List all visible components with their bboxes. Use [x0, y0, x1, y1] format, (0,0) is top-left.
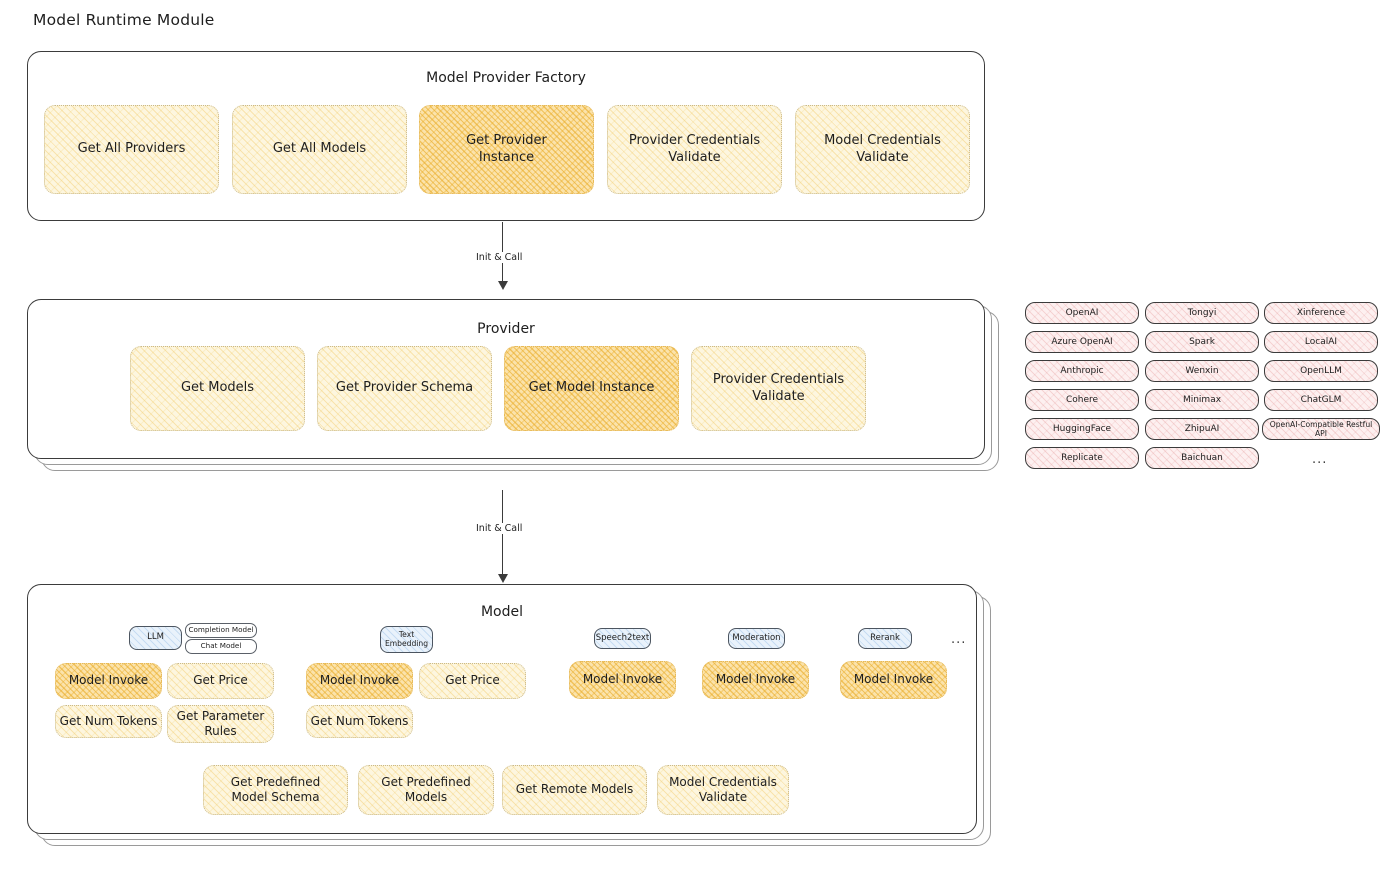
arrow-2-head — [498, 574, 508, 583]
provider-tag-replicate[interactable]: Replicate — [1025, 447, 1139, 469]
op-llm-get-num-tokens[interactable]: Get Num Tokens — [55, 705, 162, 738]
arrow-1-head — [498, 281, 508, 290]
provider-tag-openllm[interactable]: OpenLLM — [1264, 360, 1378, 382]
op-text-embedding-get-price[interactable]: Get Price — [419, 663, 526, 699]
model-type-badge-moderation[interactable]: Moderation — [728, 628, 785, 649]
op-llm-get-parameter-rules[interactable]: Get Parameter Rules — [167, 705, 274, 743]
op-get-provider-schema[interactable]: Get Provider Schema — [317, 346, 492, 431]
provider-tag-chatglm[interactable]: ChatGLM — [1264, 389, 1378, 411]
op-get-remote-models[interactable]: Get Remote Models — [502, 765, 647, 815]
op-model-credentials-validate[interactable]: Model Credentials Validate — [795, 105, 970, 194]
arrow-2-line — [502, 490, 504, 578]
provider-tag-localai[interactable]: LocalAI — [1264, 331, 1378, 353]
op-text-embedding-model-invoke[interactable]: Model Invoke — [306, 663, 413, 699]
model-type-badge-speech2text[interactable]: Speech2text — [594, 628, 651, 649]
op-provider-credentials-validate-2[interactable]: Provider Credentials Validate — [691, 346, 866, 431]
model-type-badge-rerank[interactable]: Rerank — [858, 628, 912, 649]
provider-tag-baichuan[interactable]: Baichuan — [1145, 447, 1259, 469]
model-types-more: ... — [951, 632, 967, 647]
op-get-all-models[interactable]: Get All Models — [232, 105, 407, 194]
model-title: Model — [480, 604, 524, 620]
op-moderation-model-invoke[interactable]: Model Invoke — [702, 661, 809, 699]
provider-tag-openai-compatible-restful-api[interactable]: OpenAI-Compatible Restful API — [1262, 418, 1380, 440]
op-text-embedding-get-num-tokens[interactable]: Get Num Tokens — [306, 705, 413, 738]
arrow-1-label: Init & Call — [472, 252, 527, 263]
provider-list-more: ... — [1312, 452, 1328, 467]
page-title: Model Runtime Module — [33, 11, 215, 29]
provider-tag-xinference[interactable]: Xinference — [1264, 302, 1378, 324]
op-model-credentials-validate-3[interactable]: Model Credentials Validate — [657, 765, 789, 815]
provider-tag-tongyi[interactable]: Tongyi — [1145, 302, 1259, 324]
model-type-badge-text-embedding[interactable]: Text Embedding — [380, 626, 433, 653]
provider-tag-minimax[interactable]: Minimax — [1145, 389, 1259, 411]
model-subtype-completion-model[interactable]: Completion Model — [185, 623, 257, 638]
provider-title: Provider — [477, 321, 535, 337]
model-type-badge-llm[interactable]: LLM — [129, 626, 182, 650]
op-get-all-providers[interactable]: Get All Providers — [44, 105, 219, 194]
op-llm-get-price[interactable]: Get Price — [167, 663, 274, 699]
provider-tag-azure-openai[interactable]: Azure OpenAI — [1025, 331, 1139, 353]
op-rerank-model-invoke[interactable]: Model Invoke — [840, 661, 947, 699]
provider-tag-openai[interactable]: OpenAI — [1025, 302, 1139, 324]
op-llm-model-invoke[interactable]: Model Invoke — [55, 663, 162, 699]
provider-tag-spark[interactable]: Spark — [1145, 331, 1259, 353]
arrow-2-label: Init & Call — [472, 523, 527, 534]
op-speech2text-model-invoke[interactable]: Model Invoke — [569, 661, 676, 699]
op-get-predefined-model-schema[interactable]: Get Predefined Model Schema — [203, 765, 348, 815]
provider-tag-cohere[interactable]: Cohere — [1025, 389, 1139, 411]
provider-tag-wenxin[interactable]: Wenxin — [1145, 360, 1259, 382]
op-get-predefined-models[interactable]: Get Predefined Models — [358, 765, 494, 815]
provider-tag-anthropic[interactable]: Anthropic — [1025, 360, 1139, 382]
provider-tag-huggingface[interactable]: HuggingFace — [1025, 418, 1139, 440]
provider-tag-zhipuai[interactable]: ZhipuAI — [1145, 418, 1259, 440]
model-provider-factory-title: Model Provider Factory — [426, 70, 586, 86]
op-get-models[interactable]: Get Models — [130, 346, 305, 431]
op-provider-credentials-validate[interactable]: Provider Credentials Validate — [607, 105, 782, 194]
model-subtype-chat-model[interactable]: Chat Model — [185, 639, 257, 654]
op-get-model-instance[interactable]: Get Model Instance — [504, 346, 679, 431]
op-get-provider-instance[interactable]: Get Provider Instance — [419, 105, 594, 194]
